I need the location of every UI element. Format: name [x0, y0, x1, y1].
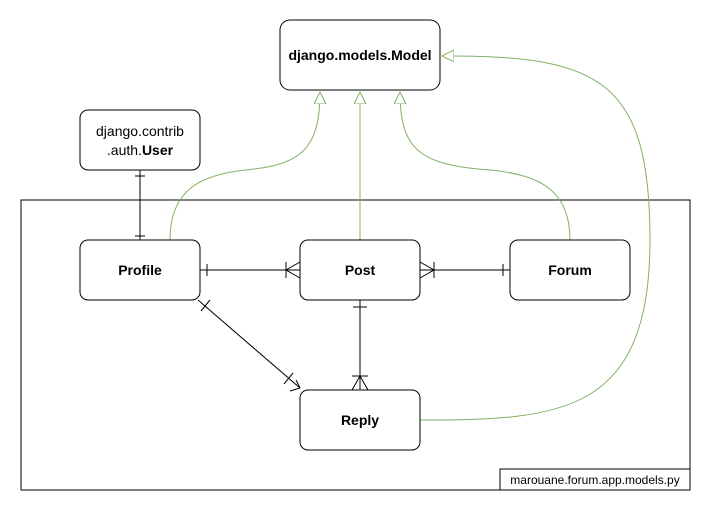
crow-foot-post-left [284, 261, 301, 279]
node-profile-label: Profile [118, 262, 162, 278]
package-frame [20, 199, 691, 491]
crow-foot-reply-top [351, 374, 369, 391]
edge-reply-model [419, 56, 651, 421]
package-label-box [499, 468, 691, 491]
node-post-label: Post [345, 262, 376, 278]
node-user-line2: .auth.User [107, 142, 174, 158]
node-model[interactable]: django.models.Model [279, 19, 441, 91]
inheritance-edges [169, 56, 651, 421]
node-user-line1: django.contrib [96, 123, 184, 139]
edge-profile-model [169, 92, 320, 241]
node-profile[interactable]: Profile [79, 239, 201, 301]
one-mark-profile-reply [200, 299, 211, 312]
node-user[interactable]: django.contrib .auth.User [79, 109, 201, 171]
node-forum[interactable]: Forum [509, 239, 631, 301]
node-reply-label: Reply [341, 412, 379, 428]
edge-profile-reply [197, 299, 301, 389]
package-label: marouane.forum.app.models.py [510, 473, 679, 487]
crow-foot-post-right [419, 261, 436, 279]
node-post[interactable]: Post [299, 239, 421, 301]
node-reply[interactable]: Reply [299, 389, 421, 451]
edge-forum-model [400, 92, 571, 241]
node-forum-label: Forum [548, 262, 592, 278]
association-edges [135, 170, 510, 392]
node-model-label: django.models.Model [288, 47, 431, 63]
crow-foot-reply-left [283, 372, 301, 392]
